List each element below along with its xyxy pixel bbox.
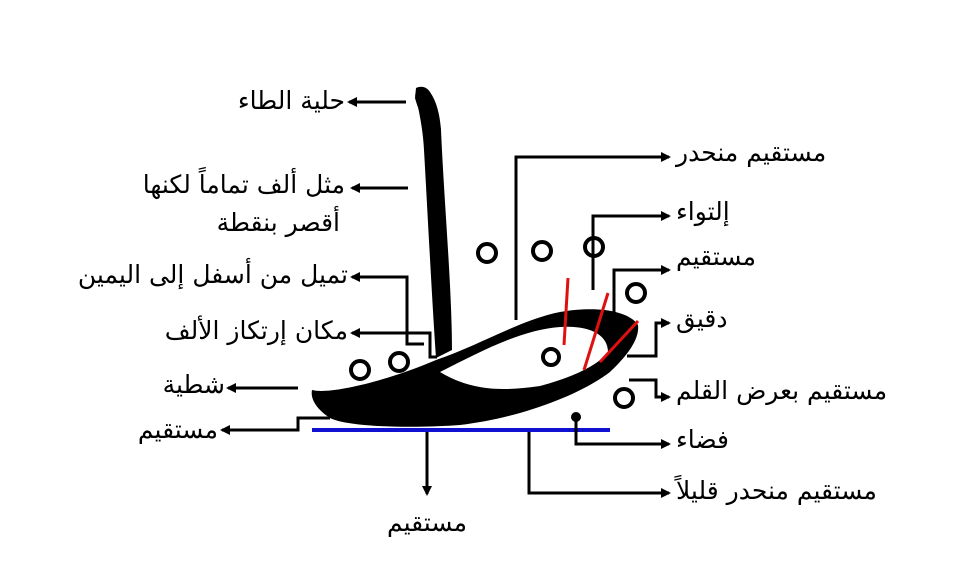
label-pen-width-straight: مستقيم بعرض القلم: [676, 376, 888, 405]
label-ornament: حلية الطاء: [237, 86, 345, 115]
leader-lines: [220, 97, 671, 498]
label-shatya: شطية: [162, 370, 225, 399]
label-like-alif-line2: أقصر بنقطة: [216, 208, 340, 237]
label-space: فضاء: [676, 425, 730, 454]
space-dot: [571, 412, 581, 422]
label-straight-right: مستقيم: [676, 242, 757, 271]
bowl: [311, 309, 639, 427]
label-straight-left: مستقيم: [137, 415, 218, 444]
label-straight-descending: مستقيم منحدر: [676, 138, 827, 167]
label-straight-bottom: مستقيم: [386, 508, 468, 537]
label-alif-base: مكان إرتكاز الألف: [164, 316, 348, 345]
label-fine: دقيق: [676, 304, 728, 333]
angle-marks: [562, 277, 640, 371]
label-slightly-descending: مستقيم منحدر قليلاً: [676, 476, 877, 505]
label-like-alif-line1: مثل ألف تماماً لكنها: [142, 170, 345, 199]
label-twist: إلتواء: [676, 197, 730, 226]
alif-stem: [415, 94, 452, 358]
letter-ta-glyph: [311, 86, 639, 427]
label-tilts: تميل من أسفل إلى اليمين: [77, 260, 348, 289]
